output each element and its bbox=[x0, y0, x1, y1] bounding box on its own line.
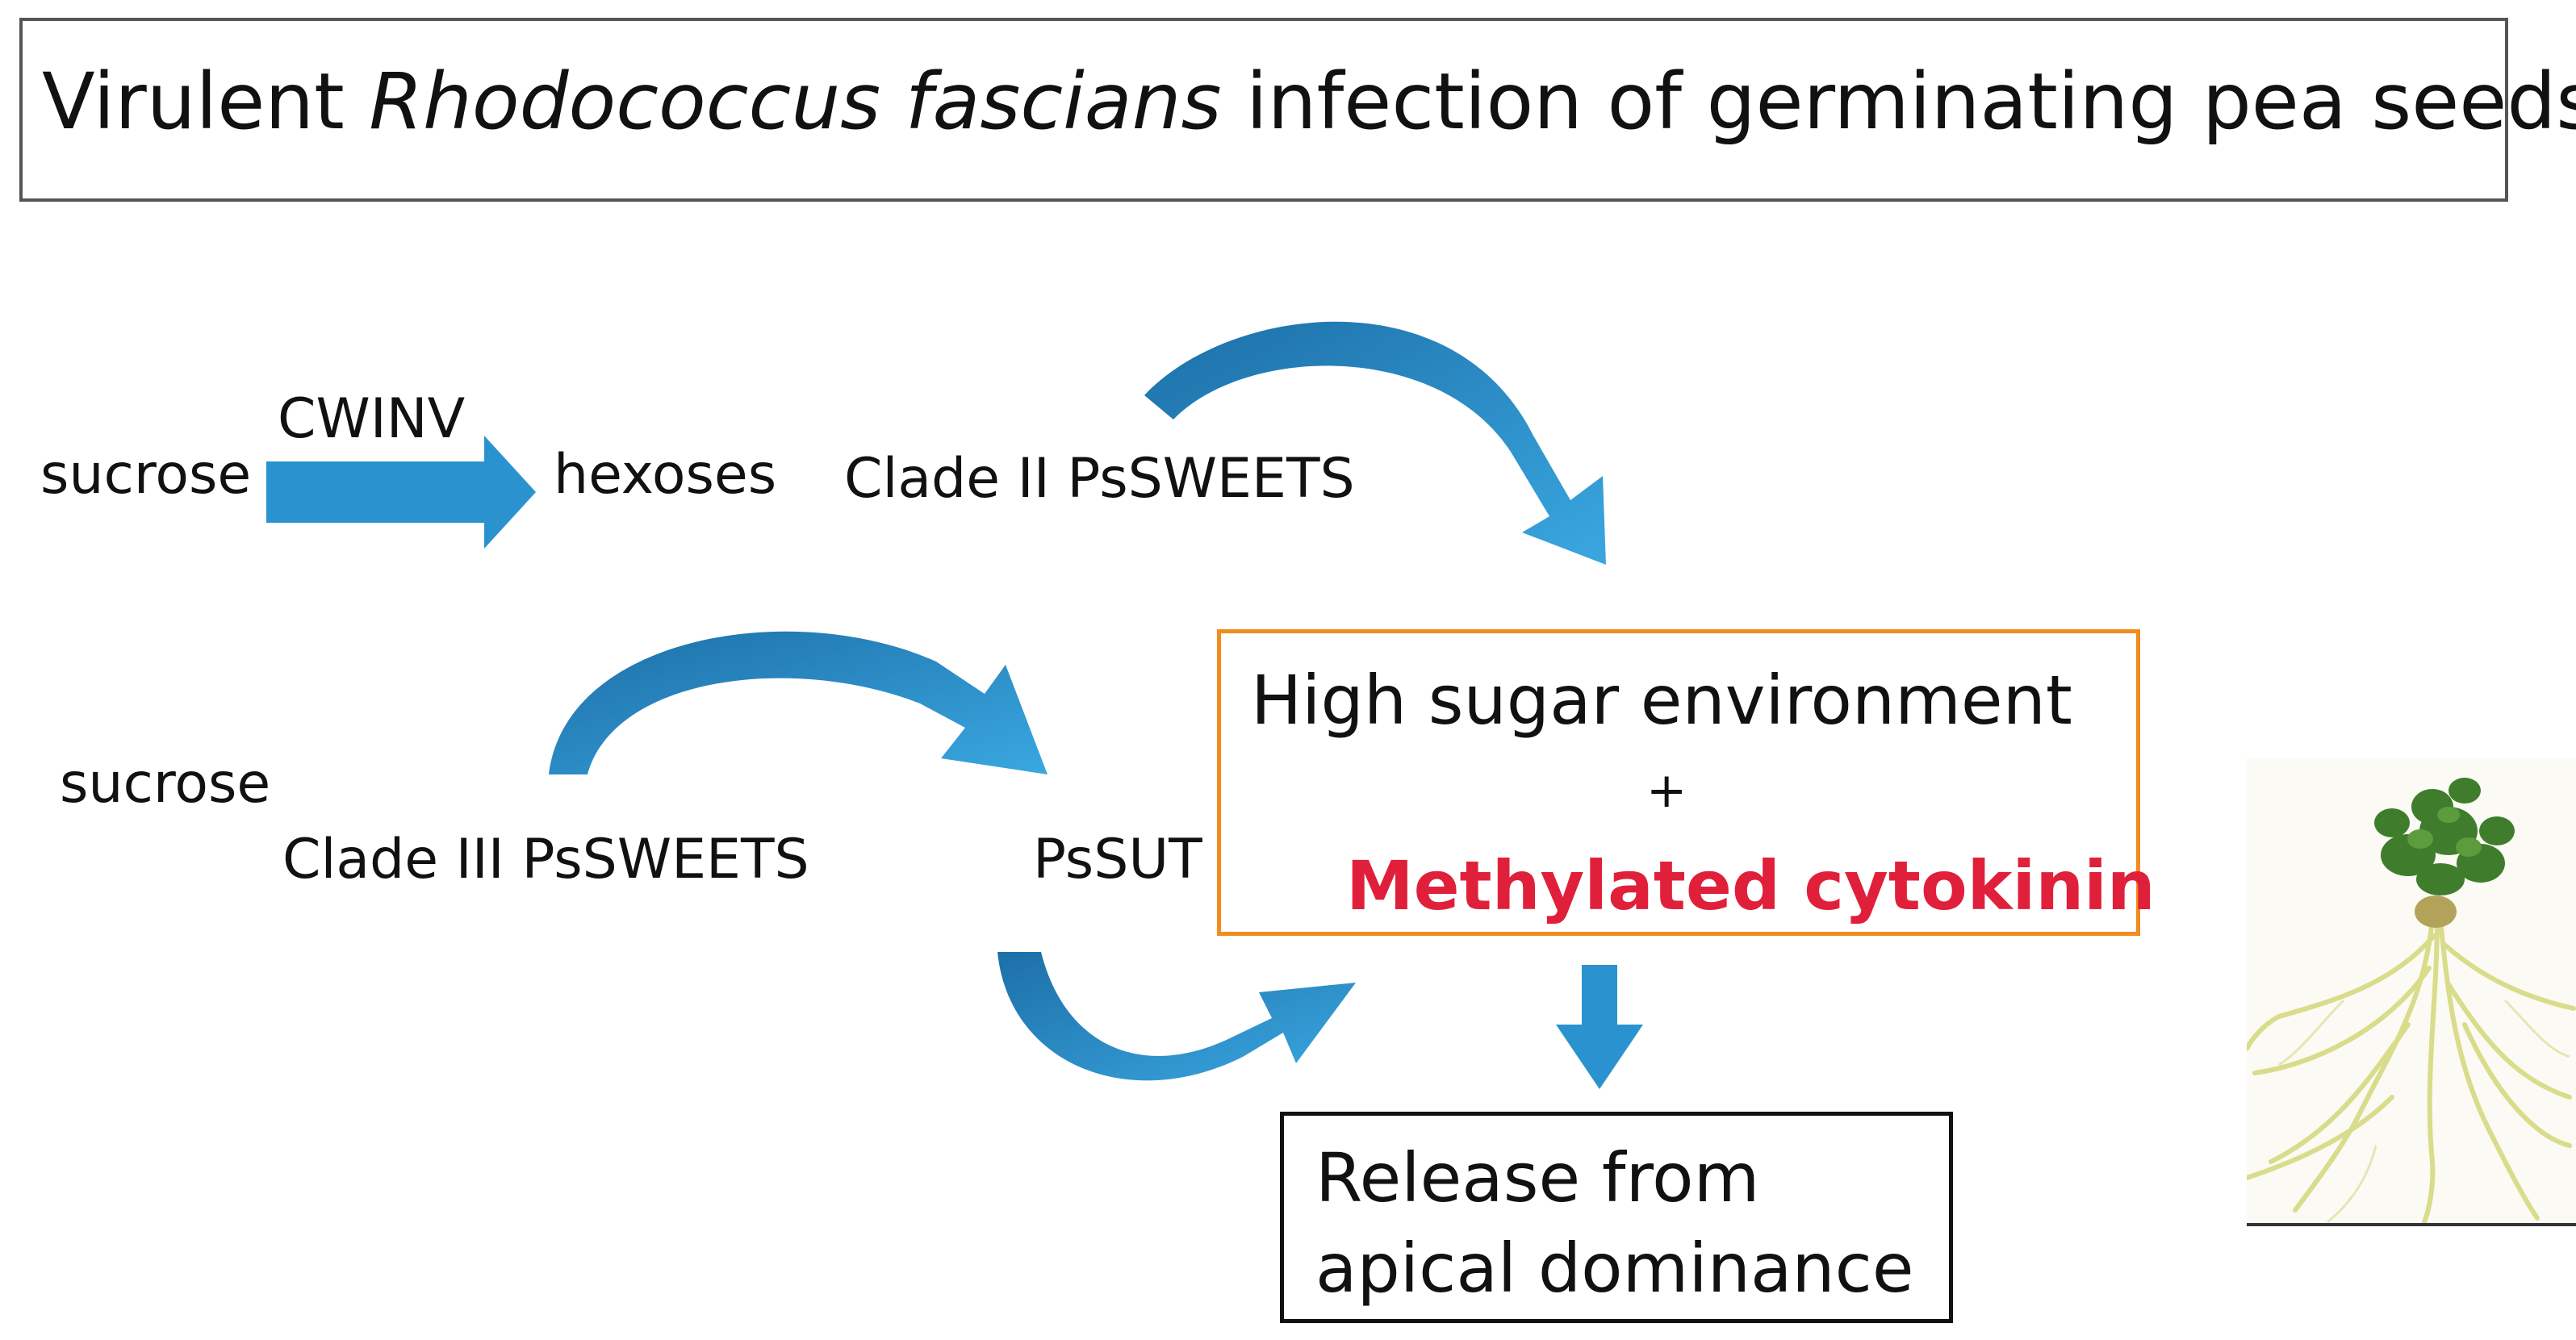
title-prefix: Virulent bbox=[42, 56, 370, 147]
high-sugar-box bbox=[1217, 629, 2140, 936]
arrow-clade3-curve bbox=[549, 631, 1048, 774]
outcome-line-2: apical dominance bbox=[1315, 1229, 1914, 1308]
title-box bbox=[19, 18, 2508, 202]
seedling-illustration bbox=[2247, 758, 2576, 1226]
label-sucrose-mid: sucrose bbox=[60, 752, 271, 816]
outcome-line-1: Release from bbox=[1315, 1138, 1760, 1217]
title-species: Rhodococcus fascians bbox=[369, 56, 1222, 147]
pea-seedling-photo bbox=[2247, 758, 2576, 1226]
label-clade2: Clade II PsSWEETS bbox=[844, 447, 1355, 511]
outcome-box bbox=[1280, 1112, 1953, 1323]
label-sucrose-top: sucrose bbox=[40, 443, 252, 507]
figure-title: Virulent Rhodococcus fascians infection … bbox=[42, 63, 2576, 140]
label-pssut: PsSUT bbox=[1033, 828, 1202, 891]
arrow-clade2-curve bbox=[1144, 321, 1606, 565]
arrow-pssut-curve bbox=[997, 952, 1356, 1081]
label-hexoses: hexoses bbox=[554, 443, 777, 507]
plus-sign: + bbox=[1646, 762, 1687, 819]
label-cwinv: CWINV bbox=[278, 387, 466, 451]
arrow-down-to-outcome bbox=[1556, 965, 1643, 1089]
high-sugar-text: High sugar environment bbox=[1251, 661, 2072, 740]
arrow-sucrose-to-hexoses bbox=[266, 436, 536, 549]
methylated-cytokinin-text: Methylated cytokinin bbox=[1346, 846, 2156, 925]
title-suffix: infection of germinating pea seeds bbox=[1221, 56, 2576, 147]
label-clade3: Clade III PsSWEETS bbox=[282, 828, 809, 891]
